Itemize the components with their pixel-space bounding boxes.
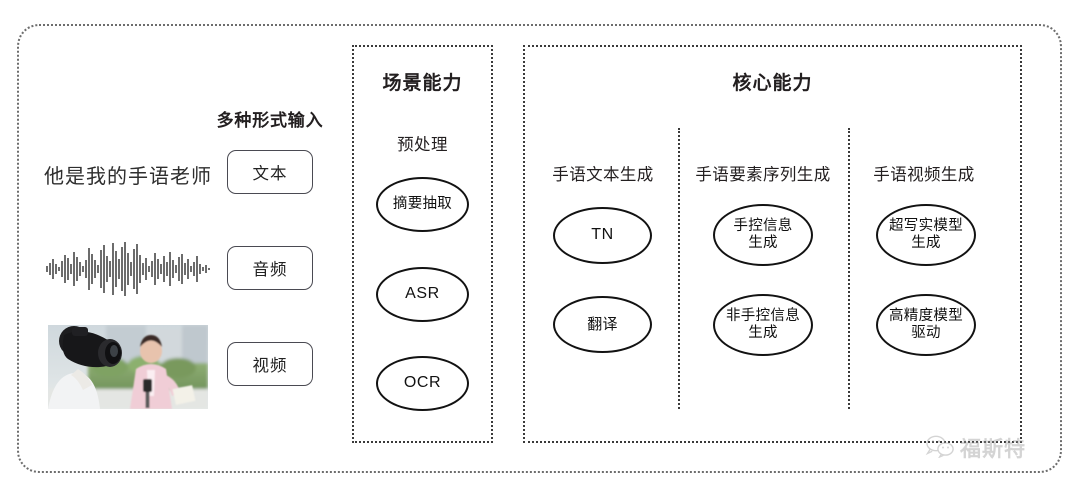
node-tn[interactable]: TN xyxy=(553,207,652,264)
sample-input-text: 他是我的手语老师 xyxy=(44,166,212,188)
input-type-audio-label: 音频 xyxy=(252,261,288,279)
input-type-text-label: 文本 xyxy=(252,165,288,183)
watermark-text: 福斯特 xyxy=(960,438,1026,461)
node-ocr-label: OCR xyxy=(403,374,442,392)
input-type-video-label: 视频 xyxy=(252,357,288,375)
input-section-caption: 多种形式输入 xyxy=(216,111,324,130)
input-type-text-button[interactable]: 文本 xyxy=(227,150,313,194)
audio-waveform-icon xyxy=(42,240,214,298)
scene-capability-panel xyxy=(352,45,493,443)
core-column-divider-2 xyxy=(848,128,850,409)
input-type-audio-button[interactable]: 音频 xyxy=(227,246,313,290)
node-asr[interactable]: ASR xyxy=(376,267,469,322)
core-column-divider-1 xyxy=(678,128,680,409)
node-hyperrealistic-model-generation[interactable]: 超写实模型 生成 xyxy=(876,204,976,266)
node-tn-label: TN xyxy=(591,226,614,244)
node-high-precision-model-driving[interactable]: 高精度模型 驱动 xyxy=(876,294,976,356)
core-column-3-header: 手语视频生成 xyxy=(873,166,975,184)
core-capability-title: 核心能力 xyxy=(732,73,813,94)
node-translation-label: 翻译 xyxy=(587,315,618,333)
wechat-icon xyxy=(925,434,955,463)
node-manual-info-generation-label: 手控信息 生成 xyxy=(733,217,793,251)
core-column-1-header: 手语文本生成 xyxy=(552,166,654,184)
video-sample-photo xyxy=(48,325,208,409)
scene-capability-title: 场景能力 xyxy=(382,73,463,94)
node-nonmanual-info-generation[interactable]: 非手控信息 生成 xyxy=(713,294,813,356)
node-summary-extraction-label: 摘要抽取 xyxy=(392,195,453,212)
outer-frame xyxy=(17,24,1062,473)
core-capability-panel xyxy=(523,45,1022,443)
node-summary-extraction[interactable]: 摘要抽取 xyxy=(376,177,469,232)
input-type-video-button[interactable]: 视频 xyxy=(227,342,313,386)
scene-preprocess-header: 预处理 xyxy=(397,136,448,154)
node-asr-label: ASR xyxy=(405,285,440,303)
node-ocr[interactable]: OCR xyxy=(376,356,469,411)
node-manual-info-generation[interactable]: 手控信息 生成 xyxy=(713,204,813,266)
node-nonmanual-info-generation-label: 非手控信息 生成 xyxy=(726,307,800,341)
node-high-precision-model-driving-label: 高精度模型 驱动 xyxy=(889,307,963,341)
core-column-2-header: 手语要素序列生成 xyxy=(695,166,831,184)
node-hyperrealistic-model-generation-label: 超写实模型 生成 xyxy=(889,217,963,251)
watermark: 福斯特 xyxy=(925,433,1026,463)
node-translation[interactable]: 翻译 xyxy=(553,296,652,353)
